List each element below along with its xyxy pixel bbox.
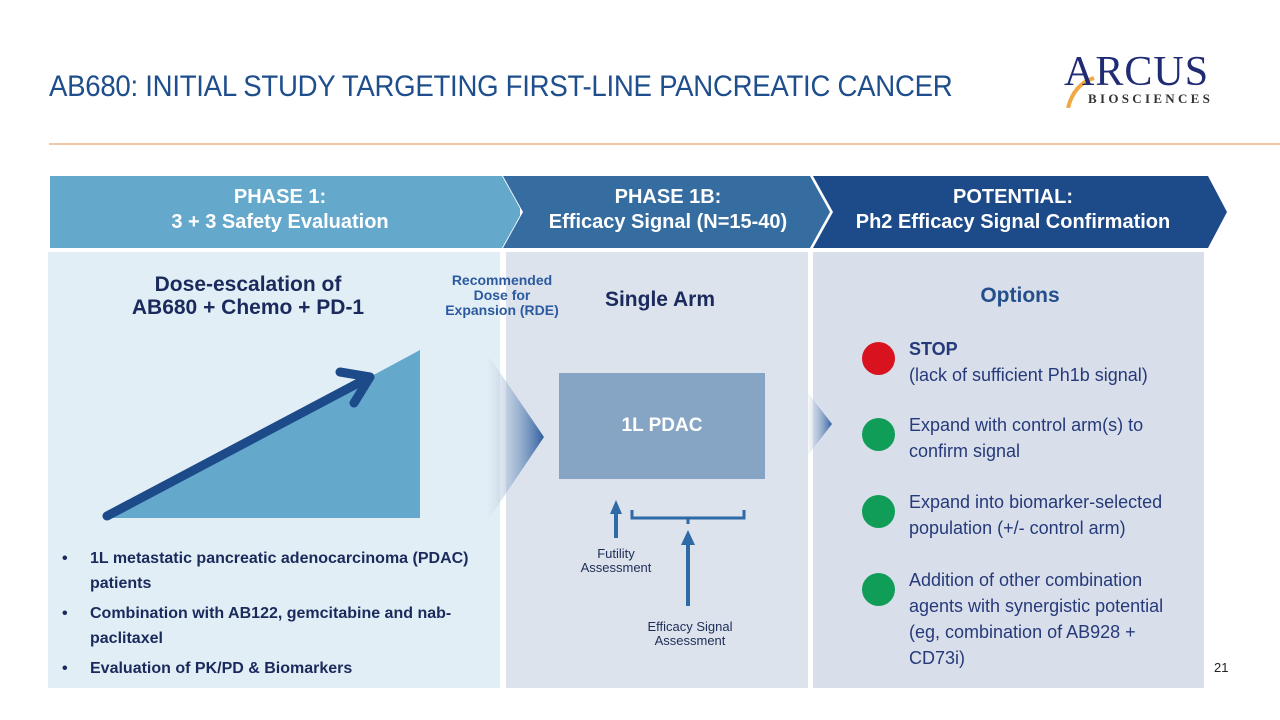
phase-1-label: PHASE 1: [233, 186, 327, 208]
futility-label: Futility Assessment [566, 547, 666, 575]
heading-line: AB680 + Chemo + PD-1 [131, 296, 365, 319]
rde-line: Expansion (RDE) [445, 302, 559, 318]
page-number: 21 [1214, 660, 1229, 675]
label-line: Futility [597, 546, 635, 561]
phase-1-bullets: 1L metastatic pancreatic adenocarcinoma … [62, 546, 502, 686]
bullet-item: 1L metastatic pancreatic adenocarcinoma … [62, 546, 502, 596]
phase-1-banner: PHASE 1: 3 + 3 Safety Evaluation [50, 176, 520, 248]
option-stop: STOP (lack of sufficient Ph1b signal) [862, 336, 1192, 388]
single-arm-heading: Single Arm [604, 288, 716, 311]
potential-label: POTENTIAL: [953, 186, 1073, 208]
bullet-item: Combination with AB122, gemcitabine and … [62, 601, 502, 651]
red-status-dot-icon [862, 342, 895, 375]
potential-panel [813, 252, 1204, 688]
logo-subtitle: BIOSCIENCES [1088, 91, 1214, 106]
futility-arrow-icon [610, 500, 622, 514]
efficacy-signal-label: Efficacy Signal Assessment [635, 620, 745, 648]
transition-chevron-icon [488, 355, 544, 520]
logo-swoosh-icon [1066, 76, 1095, 108]
option-text: Expand into biomarker-selected populatio… [909, 492, 1163, 538]
chevron-shape [813, 176, 1227, 248]
bullet-item: Evaluation of PK/PD & Biomarkers [62, 656, 502, 681]
phase-1b-label: PHASE 1B: [614, 186, 722, 208]
rde-line: Recommended [451, 272, 553, 288]
option-expand-biomarker: Expand into biomarker-selected populatio… [862, 489, 1192, 541]
label-line: Efficacy Signal [647, 619, 733, 634]
option-text: Expand with control arm(s) to confirm si… [909, 415, 1144, 461]
heading-line: Dose-escalation of [154, 273, 342, 296]
chevron-shape [50, 176, 520, 248]
label-line: Assessment [654, 633, 726, 648]
dose-escalation-graphic [102, 350, 420, 521]
rde-label: Recommended Dose for Expansion (RDE) [428, 273, 576, 318]
green-status-dot-icon [862, 418, 895, 451]
option-text: Addition of other combination agents wit… [909, 570, 1164, 668]
efficacy-arrow-icon [681, 530, 695, 545]
logo-wordmark: ARCUS [1064, 49, 1210, 95]
potential-subtitle: Ph2 Efficacy Signal Confirmation [855, 211, 1171, 233]
phase-1b-banner: PHASE 1B: Efficacy Signal (N=15-40) [503, 176, 833, 248]
chevron-shape [503, 176, 830, 248]
rde-line: Dose for [473, 287, 531, 303]
potential-banner: POTENTIAL: Ph2 Efficacy Signal Confirmat… [813, 176, 1228, 248]
green-status-dot-icon [862, 495, 895, 528]
option-text: (lack of sufficient Ph1b signal) [909, 365, 1148, 385]
page-title: AB680: INITIAL STUDY TARGETING FIRST-LIN… [49, 70, 953, 103]
phase-1b-subtitle: Efficacy Signal (N=15-40) [548, 211, 788, 233]
option-combination: Addition of other combination agents wit… [862, 567, 1192, 671]
title-divider [49, 143, 1280, 145]
option-expand-control: Expand with control arm(s) to confirm si… [862, 412, 1192, 464]
label-line: Assessment [580, 560, 652, 575]
arrowhead-icon [335, 367, 375, 408]
dose-escalation-heading: Dose-escalation of AB680 + Chemo + PD-1 [48, 273, 448, 319]
arcus-logo: ARCUS BIOSCIENCES [1062, 50, 1232, 110]
escalation-arrow-icon [102, 375, 369, 521]
assessment-arrows [610, 500, 746, 606]
option-title: STOP [909, 339, 958, 359]
options-heading: Options [980, 284, 1060, 307]
phase-1-subtitle: 3 + 3 Safety Evaluation [171, 211, 389, 233]
bracket-icon [630, 510, 746, 520]
pdac-box: 1L PDAC [559, 373, 765, 479]
green-status-dot-icon [862, 573, 895, 606]
transition-chevron-icon [808, 393, 832, 455]
